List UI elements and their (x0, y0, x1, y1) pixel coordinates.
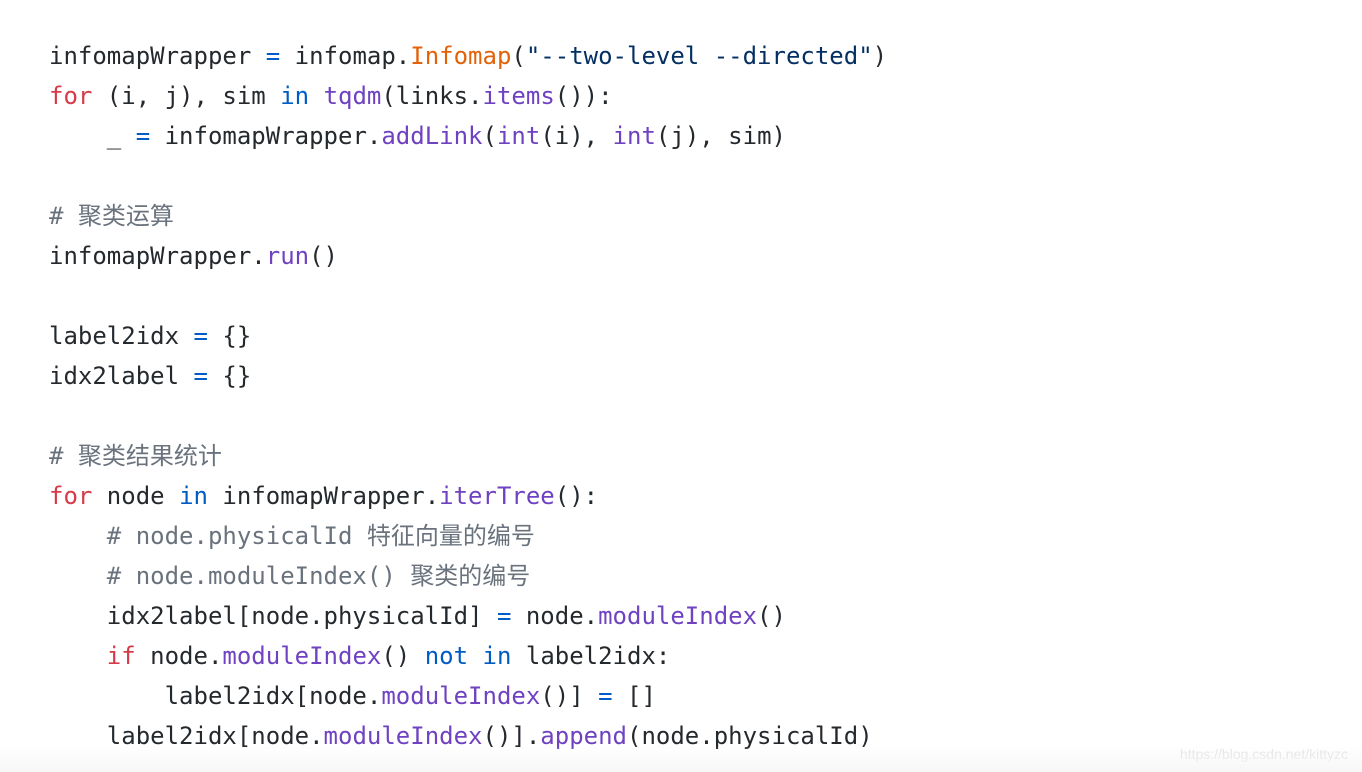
code-line: idx2label[node.physicalId] = node.module… (49, 596, 1329, 636)
code-comment: # node.physicalId 特征向量的编号 (49, 522, 535, 550)
code-line: # node.physicalId 特征向量的编号 (49, 516, 1329, 556)
code-keyword: if (106, 642, 136, 670)
code-text: node (92, 482, 180, 510)
code-text: node. (511, 602, 599, 630)
code-line: idx2label = {} (49, 356, 1329, 396)
code-function: moduleIndex (323, 722, 483, 750)
code-line: _ = infomapWrapper.addLink(int(i), int(j… (49, 116, 1329, 156)
code-text: infomapWrapper. (49, 242, 266, 270)
code-text: label2idx[node. (49, 682, 382, 710)
code-text: ()]. (482, 722, 541, 750)
code-text: () (309, 242, 339, 270)
code-text: () (381, 642, 425, 670)
code-function: int (496, 122, 541, 150)
code-line: if node.moduleIndex() not in label2idx: (49, 636, 1329, 676)
code-text: {} (207, 362, 252, 390)
code-text: (i), (540, 122, 613, 150)
code-operator: not (424, 642, 469, 670)
code-line: label2idx[node.moduleIndex()].append(nod… (49, 716, 1329, 756)
code-text: label2idx[node. (49, 722, 324, 750)
code-comment: # 聚类运算 (49, 202, 174, 230)
code-line: # node.moduleIndex() 聚类的编号 (49, 556, 1329, 596)
code-text: infomapWrapper. (207, 482, 440, 510)
code-line (49, 396, 1329, 436)
code-operator: = (598, 682, 613, 710)
code-line: # 聚类运算 (49, 196, 1329, 236)
watermark-url: https://blog.csdn.net/kittyzc (1179, 746, 1348, 762)
code-text: label2idx: (511, 642, 671, 670)
code-operator: in (280, 82, 310, 110)
code-string: "--two-level --directed" (525, 42, 873, 70)
code-function: addLink (381, 122, 483, 150)
code-function: moduleIndex (598, 602, 758, 630)
code-text (309, 82, 323, 110)
code-function: tqdm (323, 82, 382, 110)
code-text: label2idx (49, 322, 194, 350)
code-text: node. (135, 642, 223, 670)
code-operator: in (179, 482, 208, 510)
code-line: for node in infomapWrapper.iterTree(): (49, 476, 1329, 516)
code-comment: # 聚类结果统计 (49, 442, 222, 470)
code-function: append (540, 722, 627, 750)
code-text: infomapWrapper. (150, 122, 382, 150)
code-operator: in (482, 642, 512, 670)
code-line: label2idx[node.moduleIndex()] = [] (49, 676, 1329, 716)
code-operator: = (193, 362, 208, 390)
code-line: # 聚类结果统计 (49, 436, 1329, 476)
code-text: (i, j), sim (92, 82, 281, 110)
code-text: ()] (540, 682, 599, 710)
code-text: _ (49, 122, 136, 150)
code-text: ) (872, 42, 888, 70)
code-text: () (757, 602, 786, 630)
code-block: infomapWrapper = infomap.Infomap("--two-… (49, 36, 1329, 756)
code-text: idx2label[node.physicalId] (49, 602, 497, 630)
code-text: infomapWrapper (49, 42, 266, 70)
code-function: moduleIndex (222, 642, 382, 670)
code-operator: = (135, 122, 151, 150)
code-text: ( (511, 42, 526, 70)
code-operator: = (496, 602, 512, 630)
code-keyword: for (49, 482, 93, 510)
code-text (468, 642, 482, 670)
code-text: (links. (381, 82, 483, 110)
code-text: (j), sim) (655, 122, 786, 150)
code-text: (node.physicalId) (627, 722, 873, 750)
code-line: infomapWrapper = infomap.Infomap("--two-… (49, 36, 1329, 76)
code-text: [] (612, 682, 656, 710)
code-line: for (i, j), sim in tqdm(links.items()): (49, 76, 1329, 116)
code-class: Infomap (410, 42, 512, 70)
code-text: {} (207, 322, 252, 350)
code-text: idx2label (49, 362, 194, 390)
code-function: moduleIndex (381, 682, 541, 710)
code-operator: = (265, 42, 281, 70)
code-text: infomap. (280, 42, 411, 70)
code-comment: # node.moduleIndex() 聚类的编号 (49, 562, 531, 590)
code-keyword: for (49, 82, 93, 110)
code-line: infomapWrapper.run() (49, 236, 1329, 276)
code-function: iterTree (439, 482, 555, 510)
code-line: label2idx = {} (49, 316, 1329, 356)
code-text (49, 642, 107, 670)
code-text: ( (482, 122, 497, 150)
code-function: run (265, 242, 310, 270)
code-function: items (482, 82, 555, 110)
code-line (49, 276, 1329, 316)
code-line (49, 156, 1329, 196)
code-text: ()): (554, 82, 613, 110)
code-text: (): (554, 482, 599, 510)
code-operator: = (193, 322, 208, 350)
code-function: int (612, 122, 656, 150)
